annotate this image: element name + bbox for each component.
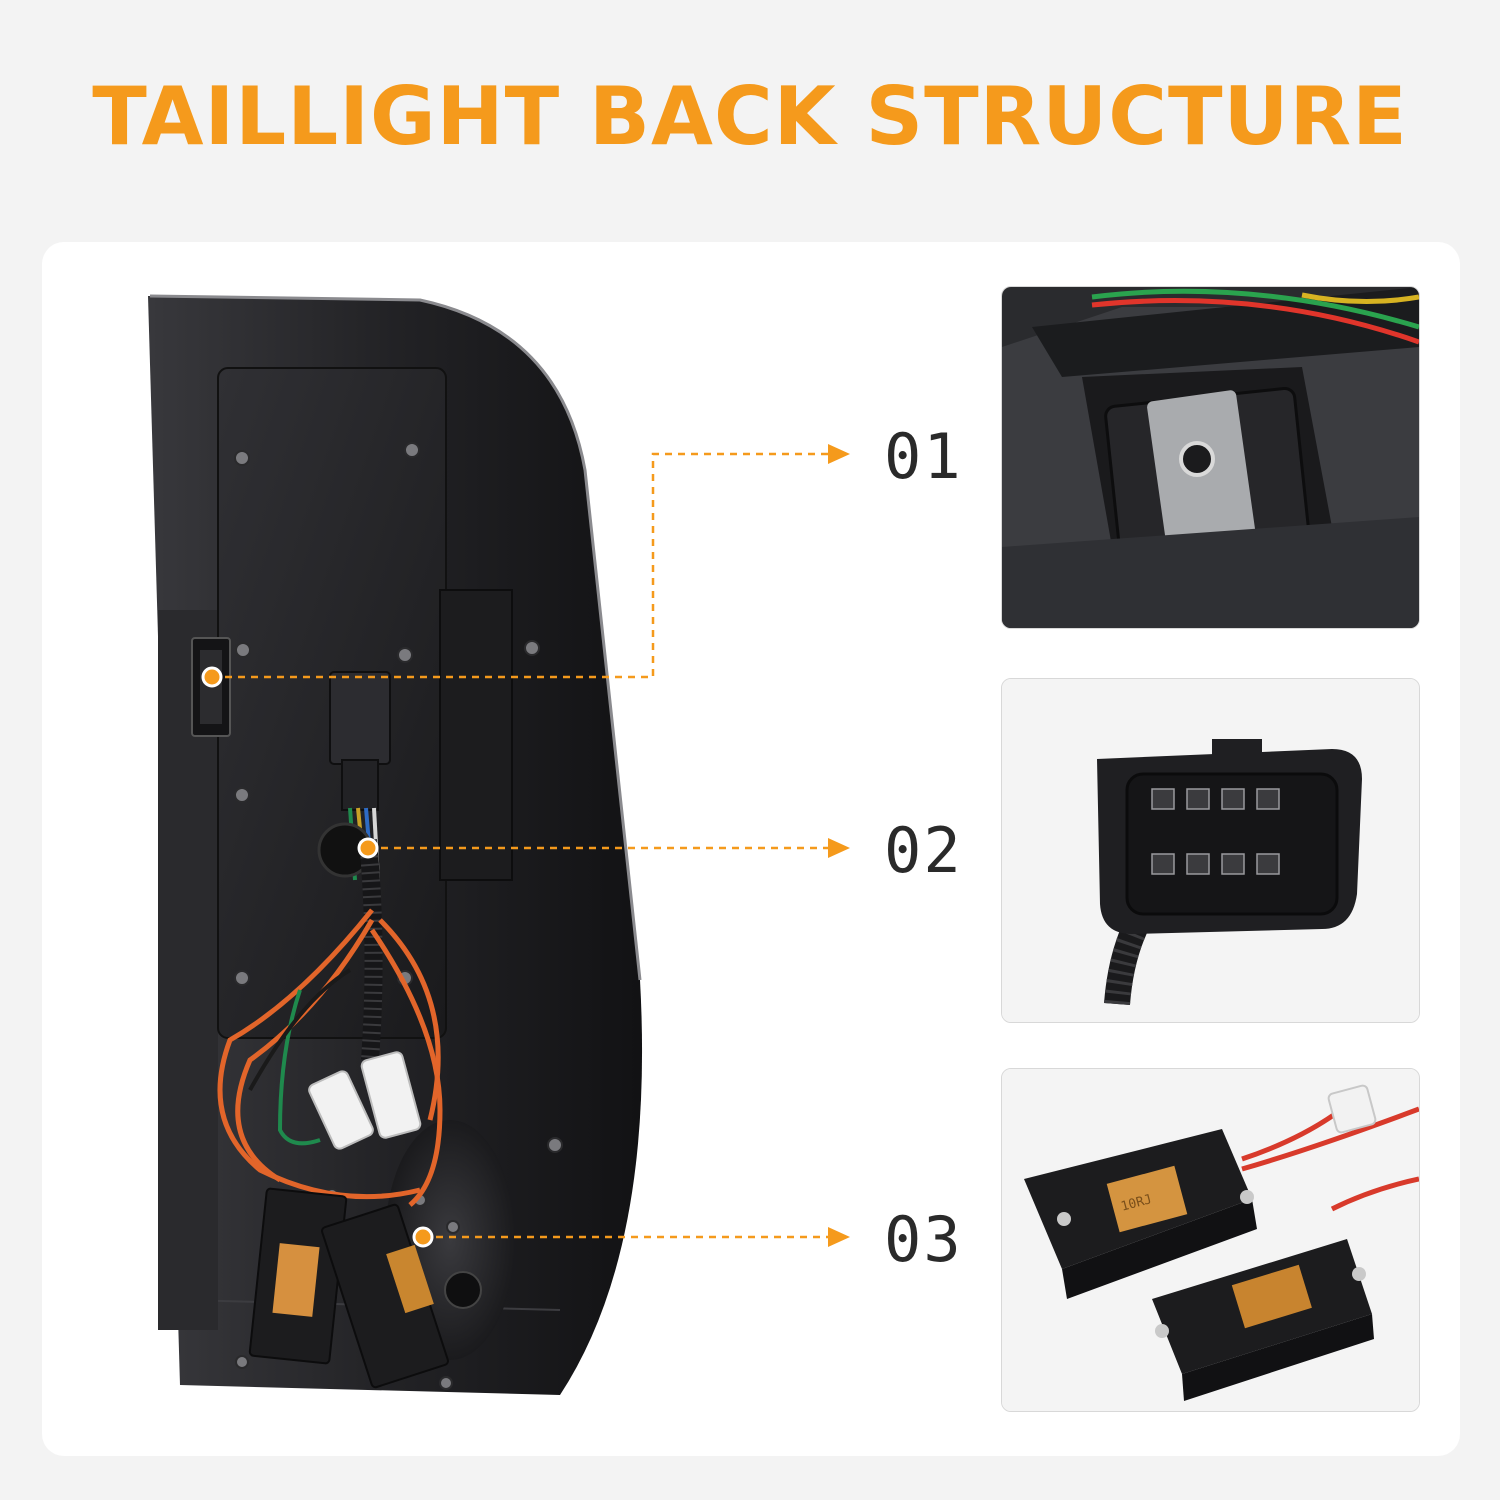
detail-photo-resistors: 10RJ [1001,1068,1420,1412]
inline-plugs [308,1051,422,1150]
callout-lines [212,452,830,1239]
page-title: TAILLIGHT BACK STRUCTURE [92,70,1408,163]
callout-label-03: 03 [884,1203,963,1276]
load-resistors [248,1187,449,1389]
callout-dots [201,666,434,1248]
detail-photo-clip [1001,286,1420,629]
detail-photo-connector [1001,678,1420,1023]
resistor-wires [217,908,443,1207]
wiring-connector [329,671,391,765]
screws [234,442,563,1390]
callout-label-02: 02 [884,814,963,887]
callout-label-01: 01 [884,420,963,493]
callout-arrows [828,444,850,1247]
